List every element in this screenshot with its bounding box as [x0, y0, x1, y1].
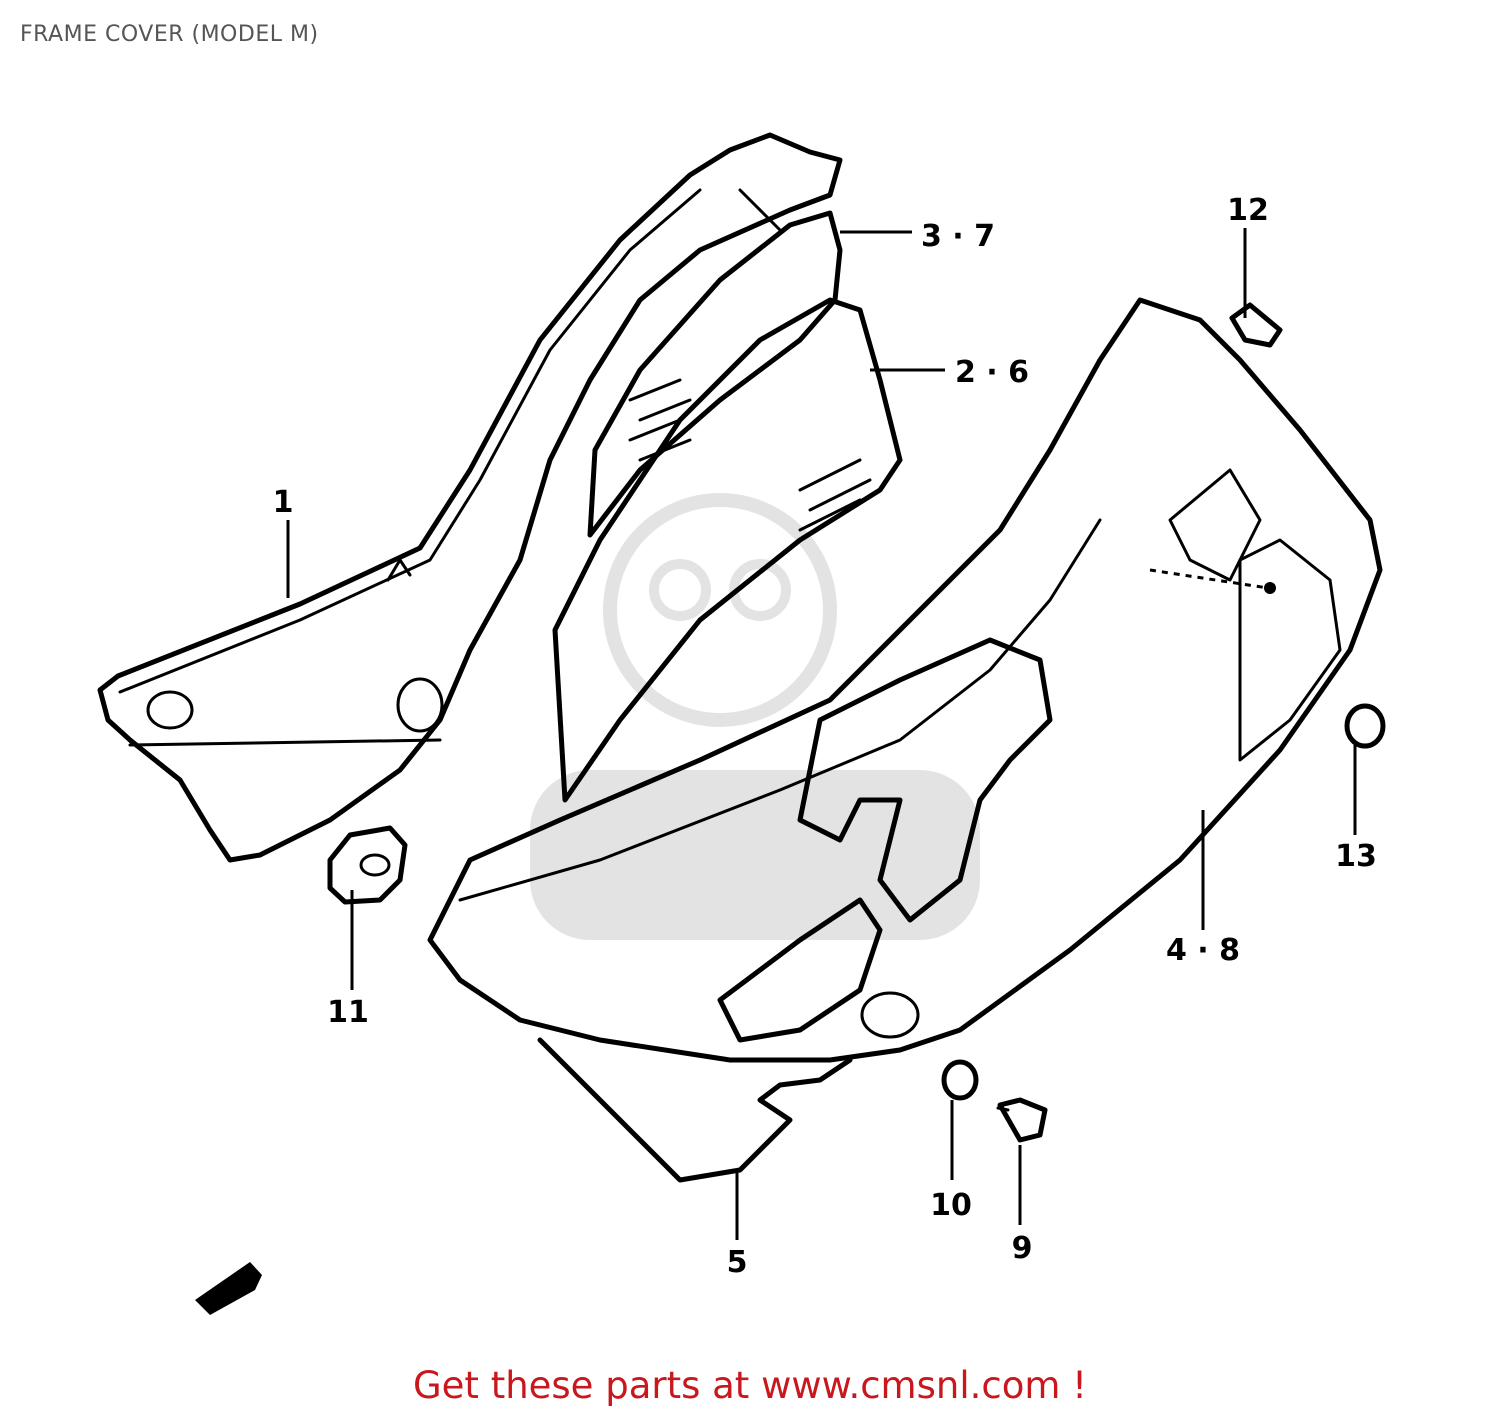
callout-1[interactable]: 1 — [273, 485, 294, 520]
decal-650-numbers — [717, 897, 883, 1043]
part-11-grommet[interactable] — [327, 825, 408, 905]
part-1-left-frame-cover[interactable] — [97, 132, 843, 863]
part-5-lower-cover[interactable] — [537, 1037, 853, 1183]
leader-lines — [286, 228, 1357, 1240]
callout-3-7[interactable]: 3 · 7 — [921, 219, 995, 254]
part-12-grommet[interactable] — [1229, 302, 1283, 348]
decal-rx-letters — [797, 637, 1053, 923]
part-1-grommet-hole — [146, 690, 194, 730]
part-3-7-emblem[interactable] — [587, 210, 843, 538]
part-13-washer[interactable] — [1344, 703, 1386, 749]
callout-10[interactable]: 10 — [930, 1188, 972, 1223]
callout-12[interactable]: 12 — [1227, 193, 1269, 228]
footer-banner: Get these parts at www.cmsnl.com ! — [0, 1364, 1500, 1407]
callout-13[interactable]: 13 — [1335, 839, 1377, 874]
part-4-8-small-hole — [1264, 582, 1276, 594]
forward-arrow-icon — [195, 1262, 262, 1315]
footer-link[interactable]: Get these parts at www.cmsnl.com ! — [412, 1364, 1087, 1407]
part-4-8-mount-hole — [860, 991, 920, 1039]
callout-4-8[interactable]: 4 · 8 — [1166, 933, 1240, 968]
part-1-mount-boss — [396, 677, 444, 733]
callout-2-6[interactable]: 2 · 6 — [955, 355, 1029, 390]
callout-9[interactable]: 9 — [1012, 1231, 1033, 1266]
callout-5[interactable]: 5 — [727, 1245, 748, 1280]
part-4-8-right-frame-cover[interactable] — [427, 297, 1383, 1063]
part-10-washer[interactable] — [941, 1059, 979, 1101]
part-9-screw[interactable] — [996, 1097, 1048, 1143]
part-2-6-emblem[interactable] — [552, 297, 903, 803]
callout-11[interactable]: 11 — [327, 995, 369, 1030]
page-title: FRAME COVER (MODEL M) — [20, 22, 319, 47]
